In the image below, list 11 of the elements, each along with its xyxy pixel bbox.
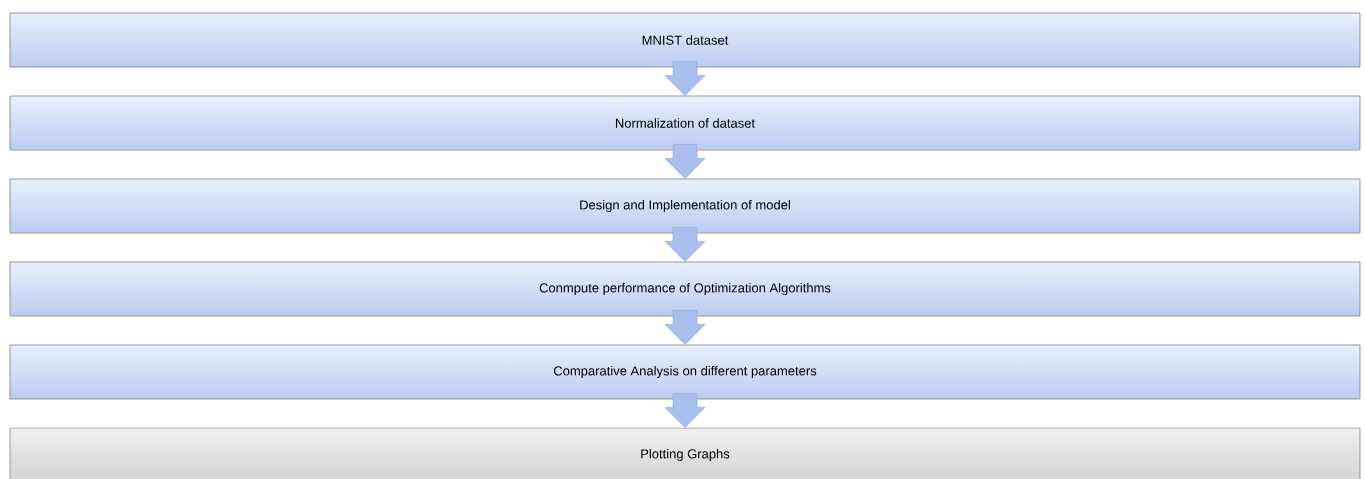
process-bar: Conmpute performance of Optimization Algorithms — [9, 261, 1361, 317]
process-bar: Normalization of dataset — [9, 95, 1361, 151]
down-arrow — [664, 144, 706, 179]
down-arrow — [664, 393, 706, 428]
process-bar: Design and Implementation of model — [9, 178, 1361, 234]
process-bar: MNIST dataset — [9, 12, 1361, 68]
down-arrow — [664, 310, 706, 345]
process-bar: Comparative Analysis on different parameters — [9, 344, 1361, 400]
down-arrow — [664, 61, 706, 96]
down-arrow — [664, 227, 706, 262]
process-bar: Plotting Graphs — [9, 427, 1361, 479]
